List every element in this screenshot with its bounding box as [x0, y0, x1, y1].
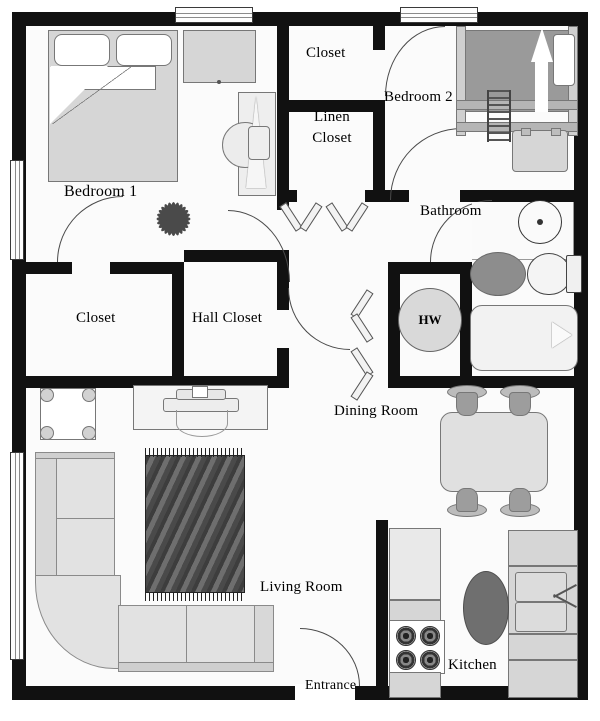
kitchen-burner-top-right — [420, 626, 440, 646]
kitchen-counter-right-mid — [508, 634, 578, 660]
bedroom2-bed-arrow — [531, 28, 553, 62]
wall-bathroom-top — [460, 190, 588, 202]
bedroom1-plant — [136, 182, 210, 256]
label-dining-room: Dining Room — [334, 403, 419, 419]
kitchen-counter-left-lower — [389, 600, 441, 622]
living-sofa-seat-3 — [118, 605, 188, 669]
kitchen-burner-bottom-left — [396, 650, 416, 670]
bedroom1-dresser-knob — [217, 80, 221, 84]
bedroom2-dresser-knob-left — [521, 128, 531, 136]
wall-kitchen-left — [376, 520, 388, 700]
living-rug-fringe-top — [145, 448, 245, 457]
bedroom2-bunk-post-left — [456, 26, 466, 136]
living-area-rug — [145, 455, 245, 593]
kitchen-sink-basin-bottom — [515, 602, 567, 632]
window-left-lower — [10, 452, 24, 660]
kitchen-counter-right-top — [508, 530, 578, 566]
living-sofa-arm-left — [35, 458, 57, 580]
label-kitchen: Kitchen — [448, 657, 497, 673]
exterior-wall-right — [574, 12, 588, 700]
kitchen-counter-right-bottom — [508, 660, 578, 698]
kitchen-burner-top-left — [396, 626, 416, 646]
wall-closet-bedroom2 — [373, 12, 385, 50]
wall-hw-top — [388, 262, 472, 274]
dining-chair-bottom-right-back — [509, 488, 531, 512]
dining-chair-top-left-back — [456, 392, 478, 416]
wall-bathroom-left — [460, 190, 472, 202]
bedroom2-bunk-rail — [456, 100, 578, 110]
bathroom-toilet-tank — [566, 255, 582, 293]
entrance-door-gap — [295, 684, 355, 702]
kitchen-counter-left-upper — [389, 528, 441, 600]
dining-chair-top-right-back — [509, 392, 531, 416]
dining-chair-bottom-left-back — [456, 488, 478, 512]
bedroom2-dresser-knob-right — [551, 128, 561, 136]
living-sofa-arm-right — [254, 605, 274, 669]
bifold-linen-closet[interactable] — [279, 200, 385, 240]
exterior-wall-top — [12, 12, 588, 26]
label-closet-top: Closet — [306, 45, 346, 61]
bedroom1-pillow-left — [54, 34, 110, 66]
dining-table — [440, 412, 548, 492]
label-bathroom: Bathroom — [420, 203, 482, 219]
label-bedroom1: Bedroom 1 — [64, 183, 138, 200]
bathroom-sink — [518, 200, 562, 244]
wall-linen-bottom-right — [365, 190, 385, 202]
bathroom-toilet — [527, 253, 571, 295]
living-rug-fringe-bottom — [145, 592, 245, 601]
wall-hw-left — [388, 262, 400, 388]
living-side-table-leg-bl — [40, 426, 54, 440]
bathroom-tub-faucet — [552, 322, 572, 348]
bathroom-rug — [470, 252, 526, 296]
wall-linen-bottom — [277, 190, 297, 202]
bedroom2-bed-panel — [553, 34, 575, 86]
bedroom2-bed-arrow-stem — [535, 60, 548, 112]
bedroom1-dresser — [183, 30, 256, 83]
hot-water-tank-label: HW — [418, 312, 442, 327]
wall-bathroom-bottom — [460, 376, 588, 388]
wall-closet-left-top — [12, 262, 72, 274]
label-entrance: Entrance — [305, 678, 357, 693]
label-bedroom2: Bedroom 2 — [384, 89, 453, 105]
label-living-room: Living Room — [260, 579, 343, 595]
living-side-table-leg-br — [82, 426, 96, 440]
living-console-lamp-top — [192, 386, 208, 398]
wall-closet-bottom — [277, 100, 385, 112]
bedroom2-bunk-ladder — [487, 90, 511, 142]
label-hall-closet: Hall Closet — [192, 310, 263, 326]
window-left-upper — [10, 160, 24, 260]
hot-water-tank: HW — [398, 288, 462, 352]
bifold-hw-closet[interactable] — [350, 285, 396, 401]
bedroom1-pillow-right — [116, 34, 172, 66]
bedroom1-turndown-edge — [50, 66, 133, 124]
window-top-left — [175, 7, 253, 23]
living-side-table-leg-tr — [82, 388, 96, 402]
wall-closet-left-top-2 — [110, 262, 172, 274]
kitchen-burner-bottom-right — [420, 650, 440, 670]
living-sofa-back-lower — [118, 662, 274, 672]
kitchen-counter-left-bottom — [389, 672, 441, 698]
wall-linen-right — [373, 100, 385, 200]
wall-hw-bottom — [388, 376, 472, 388]
label-linen-closet-line1: Linen — [314, 109, 350, 125]
window-top-right — [400, 7, 478, 23]
living-sofa-seat-4 — [186, 605, 256, 669]
bedroom1-desk-tray — [248, 126, 270, 160]
wall-closet-hall-divider — [172, 262, 184, 388]
label-closet-left: Closet — [76, 310, 116, 326]
label-linen-closet-line2: Closet — [312, 130, 352, 146]
living-side-table-leg-tl — [40, 388, 54, 402]
wall-hw-bathroom — [460, 262, 472, 388]
living-console-arc — [176, 410, 228, 437]
bedroom2-dresser — [512, 130, 568, 172]
kitchen-oval-rug — [463, 571, 509, 645]
